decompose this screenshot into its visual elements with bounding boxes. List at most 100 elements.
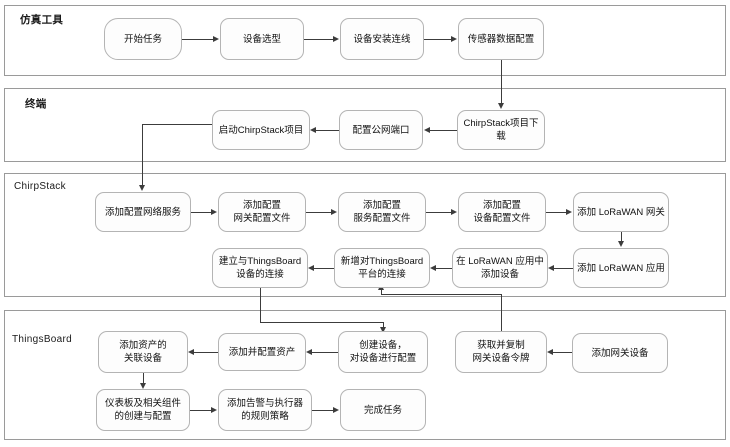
arrowhead-n21-n22 [139,383,146,389]
arrowhead-n6-n7 [310,126,316,133]
connector-n16-n19-vertical-b [383,322,384,328]
connector-n5-n6 [430,130,457,131]
node-add-lorawan-gateway[interactable]: 添加 LoRaWAN 网关 [573,192,669,232]
connector-n18-n15-horizontal [381,294,501,295]
connector-n2-n3 [304,39,334,40]
node-start-task[interactable]: 开始任务 [104,18,182,60]
arrowhead-n23-n24 [333,406,339,413]
swimlane-label-sim: 仿真工具 [20,14,64,26]
node-create-configure-device[interactable]: 创建设备， 对设备进行配置 [338,331,428,373]
arrowhead-n20-n21 [188,348,194,355]
node-establish-thingsboard-device-link[interactable]: 建立与ThingsBoard 设备的连接 [212,248,308,288]
node-label-line2: 网关设备令牌 [472,353,530,364]
node-label-line1: 添加告警与执行器 [226,398,303,409]
node-label-line2: 的规则策略 [241,411,289,422]
node-label-line1: 添加配置 [242,200,281,211]
node-add-thingsboard-integration[interactable]: 新增对ThingsBoard 平台的连接 [334,248,430,288]
node-label-line1: 添加配置 [482,200,521,211]
node-label: 配置公网端口 [352,124,410,136]
connector-n1-n2 [182,39,214,40]
node-label-line1: 在 LoRaWAN 应用中 [456,256,544,267]
arrowhead-n7-n8 [138,185,145,191]
node-label-line1: 创建设备， [359,340,407,351]
arrowhead-n17-n18 [547,348,553,355]
arrowhead-n3-n4 [451,35,457,42]
node-label-line2: 平台的连接 [358,269,406,280]
swimlane-thingsboard [4,310,726,440]
connector-n15-n16 [314,268,334,269]
node-label: 添加并配置资产 [228,346,296,358]
node-configure-public-port[interactable]: 配置公网端口 [339,110,423,150]
node-label-line1: 添加配置 [362,200,401,211]
node-device-selection[interactable]: 设备选型 [220,18,304,60]
node-finish-task[interactable]: 完成任务 [340,389,426,431]
node-add-configure-asset[interactable]: 添加并配置资产 [218,333,306,371]
swimlane-label-terminal: 终端 [25,98,47,110]
node-add-device-in-application[interactable]: 在 LoRaWAN 应用中 添加设备 [452,248,548,288]
connector-n16-n19-vertical-a [260,288,261,322]
connector-n19-n20 [312,352,338,353]
node-label-line2: 的创建与配置 [114,411,172,422]
node-label-line1: 添加资产的 [119,340,167,351]
arrowhead-n13-n14 [548,264,554,271]
connector-n21-n22 [143,373,144,384]
arrowhead-n4-n5 [497,103,504,109]
node-add-network-server[interactable]: 添加配置网络服务 [95,192,191,232]
connector-n6-n7 [316,130,339,131]
arrowhead-n9-n10 [331,208,337,215]
node-device-install-wiring[interactable]: 设备安装连线 [340,18,424,60]
connector-n22-n23 [190,410,212,411]
node-start-chirpstack-project[interactable]: 启动ChirpStack项目 [212,110,310,150]
connector-n13-n14 [554,268,573,269]
node-add-asset-related-device[interactable]: 添加资产的 关联设备 [98,331,188,373]
node-label-line2: 服务配置文件 [353,213,411,224]
node-label-line2: 对设备进行配置 [349,353,417,364]
connector-n16-n19-horizontal [260,322,383,323]
node-add-gateway-device[interactable]: 添加网关设备 [572,333,668,373]
connector-n14-n15 [436,268,452,269]
connector-n3-n4 [424,39,452,40]
connector-n23-n24 [312,410,334,411]
arrowhead-n19-n20 [306,348,312,355]
swimlane-terminal [4,88,726,162]
node-add-gateway-profile[interactable]: 添加配置 网关配置文件 [218,192,306,232]
arrowhead-n12-n13 [617,241,624,247]
node-add-lorawan-application[interactable]: 添加 LoRaWAN 应用 [573,248,669,288]
node-copy-gateway-token[interactable]: 获取并复制 网关设备令牌 [455,331,547,373]
node-label: ChirpStack项目下载 [463,118,539,142]
arrowhead-n5-n6 [424,126,430,133]
connector-n12-n13 [621,232,622,242]
arrowhead-n14-n15 [430,264,436,271]
node-add-alarm-rule-chain[interactable]: 添加告警与执行器 的规则策略 [218,389,312,431]
node-label: 完成任务 [363,404,402,416]
node-dashboard-create-configure[interactable]: 仪表板及相关组件 的创建与配置 [96,389,190,431]
connector-n20-n21 [194,352,218,353]
node-label-line2: 设备配置文件 [473,213,531,224]
arrowhead-n1-n2 [213,35,219,42]
node-label-line2: 关联设备 [123,353,162,364]
node-label-line2: 设备的连接 [236,269,284,280]
arrowhead-n22-n23 [211,406,217,413]
connector-n11-n12 [546,212,567,213]
arrowhead-n10-n11 [451,208,457,215]
connector-n18-n15-riser [381,289,382,295]
swimlane-chirpstack [4,173,726,297]
swimlane-label-thingsboard: ThingsBoard [12,334,72,345]
node-add-service-profile[interactable]: 添加配置 服务配置文件 [338,192,426,232]
swimlane-sim [4,5,726,76]
arrowhead-n8-n9 [211,208,217,215]
connector-n8-n9 [191,212,212,213]
connector-n18-n15-vertical-a [501,294,502,331]
node-label-line1: 获取并复制 [477,340,525,351]
node-label: 添加 LoRaWAN 网关 [577,206,665,218]
swimlane-label-chirpstack: ChirpStack [14,181,66,192]
node-label: 启动ChirpStack项目 [218,124,304,136]
arrowhead-n11-n12 [566,208,572,215]
node-chirpstack-project-download[interactable]: ChirpStack项目下载 [457,110,545,150]
node-add-device-profile[interactable]: 添加配置 设备配置文件 [458,192,546,232]
node-label: 添加网关设备 [591,347,649,359]
node-label: 添加配置网络服务 [104,206,181,218]
node-sensor-data-config[interactable]: 传感器数据配置 [458,18,544,60]
connector-n10-n11 [426,212,452,213]
